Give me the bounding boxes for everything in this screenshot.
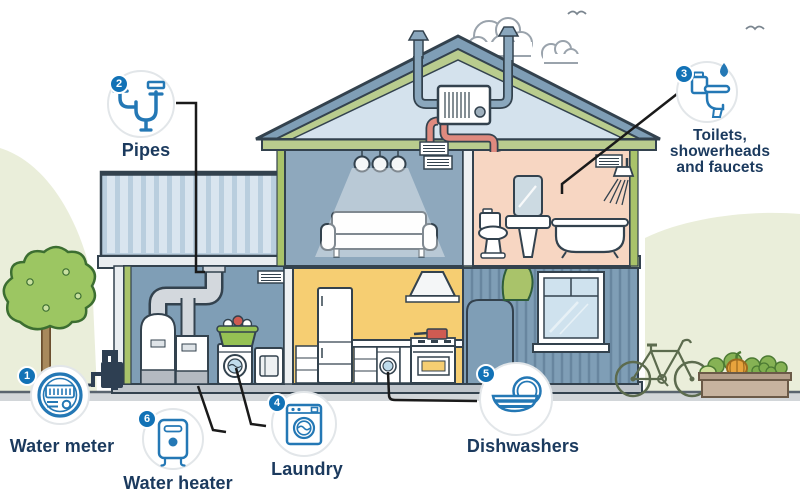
kitchen-drawers bbox=[295, 345, 319, 384]
range-hood bbox=[405, 271, 460, 303]
badge-6-water-heater: 6 bbox=[137, 409, 157, 429]
furnace bbox=[175, 335, 209, 385]
dryer bbox=[254, 347, 284, 385]
water-heater-icon bbox=[142, 408, 204, 470]
kitchen bbox=[283, 265, 464, 385]
badge-1-water-meter: 1 bbox=[17, 366, 37, 386]
pendant-lamps bbox=[353, 150, 407, 173]
stove bbox=[410, 337, 456, 384]
callout-lines bbox=[176, 93, 678, 434]
dishes-icon bbox=[479, 362, 553, 436]
label-water-meter: Water meter bbox=[9, 436, 115, 456]
tree bbox=[2, 245, 97, 390]
callout-icons bbox=[30, 61, 738, 470]
badge-5-dishwashers: 5 bbox=[476, 364, 496, 384]
sofa bbox=[320, 211, 438, 258]
vent-grille-icon bbox=[257, 270, 285, 284]
exterior-siding bbox=[462, 261, 639, 385]
water-heater-callout-line bbox=[196, 385, 227, 434]
first-floor-window bbox=[532, 271, 610, 353]
washing-machine-icon bbox=[271, 391, 337, 457]
side-door bbox=[466, 299, 514, 385]
bathroom bbox=[462, 140, 639, 267]
refrigerator bbox=[317, 287, 353, 384]
label-pipes: Pipes bbox=[121, 140, 171, 160]
small-cloud-icon bbox=[541, 40, 579, 64]
label-dishwashers: Dishwashers bbox=[466, 436, 580, 456]
roof-vent-icon bbox=[407, 30, 430, 59]
vent-grille-icon bbox=[595, 154, 623, 168]
water-heater-tank bbox=[140, 312, 176, 385]
lamp-light-cone bbox=[315, 168, 445, 257]
label-toilets-showerheads-faucets: Toilets, showerheads and faucets bbox=[649, 128, 791, 176]
label-line: and faucets bbox=[676, 159, 764, 176]
utility-room bbox=[113, 265, 285, 385]
pipes-callout-line bbox=[176, 101, 205, 274]
badge-3-toilets: 3 bbox=[674, 64, 694, 84]
living-room bbox=[276, 149, 464, 267]
showerhead-icon bbox=[603, 158, 635, 206]
label-water-heater: Water heater bbox=[123, 473, 233, 493]
bird-icon bbox=[567, 10, 587, 16]
bicycle bbox=[614, 338, 711, 398]
washing-machine bbox=[217, 343, 253, 385]
toilet bbox=[478, 208, 508, 259]
laundry-callout-line bbox=[234, 367, 267, 428]
cooking-pot bbox=[413, 328, 448, 340]
planter-box bbox=[698, 350, 792, 398]
sidewalk bbox=[0, 392, 800, 401]
mirror bbox=[513, 175, 543, 217]
label-line: showerheads bbox=[669, 143, 771, 160]
toilets-callout-line bbox=[560, 93, 678, 194]
cabinet bbox=[353, 346, 378, 384]
right-hill bbox=[645, 212, 800, 392]
vent-grille-icon bbox=[423, 155, 453, 170]
laundry-basket bbox=[216, 315, 259, 347]
badge-4-laundry: 4 bbox=[267, 393, 287, 413]
attic-hvac bbox=[407, 26, 520, 156]
label-line: Toilets, bbox=[693, 127, 747, 144]
window-sill bbox=[532, 343, 610, 353]
pedestal-sink bbox=[505, 215, 551, 258]
vent-grille-icon bbox=[419, 141, 449, 156]
bird-icon bbox=[745, 25, 765, 31]
cabinet bbox=[399, 346, 412, 384]
label-laundry: Laundry bbox=[271, 459, 343, 479]
water-meter-icon bbox=[30, 365, 90, 425]
bathtub bbox=[551, 218, 629, 259]
dishwashers-callout-line bbox=[386, 371, 478, 403]
badge-2-pipes: 2 bbox=[109, 74, 129, 94]
